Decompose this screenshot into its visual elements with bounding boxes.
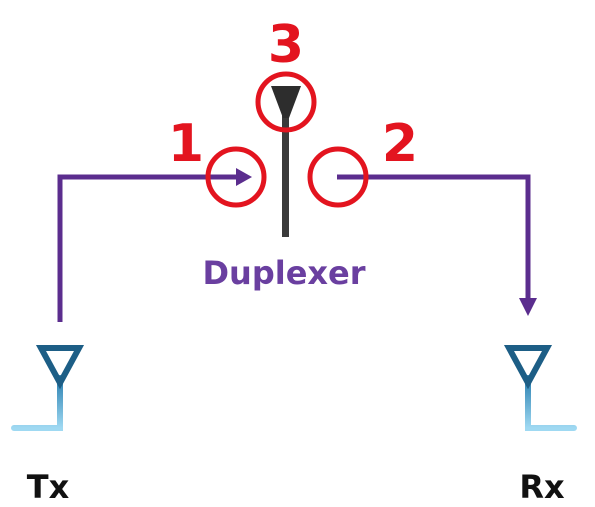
port-3-label: 3 [268, 15, 304, 75]
duplexer-antenna-head [271, 86, 301, 118]
rx-arrowhead [519, 298, 537, 316]
tx-antenna-icon [11, 345, 85, 431]
tx-label: Tx [27, 468, 70, 506]
port-3-marker [255, 71, 317, 133]
port-2-marker [307, 146, 369, 208]
duplexer-label: Duplexer [202, 254, 365, 292]
port-1-label: 1 [168, 114, 204, 174]
rx-signal-path [337, 174, 531, 300]
rx-antenna-icon [503, 345, 577, 431]
port-2-label: 2 [382, 114, 418, 174]
duplexer-body [282, 105, 289, 237]
rx-label: Rx [519, 468, 565, 506]
port-1-marker [205, 146, 267, 208]
tx-signal-path [57, 174, 238, 322]
tx-arrowhead [236, 168, 252, 186]
